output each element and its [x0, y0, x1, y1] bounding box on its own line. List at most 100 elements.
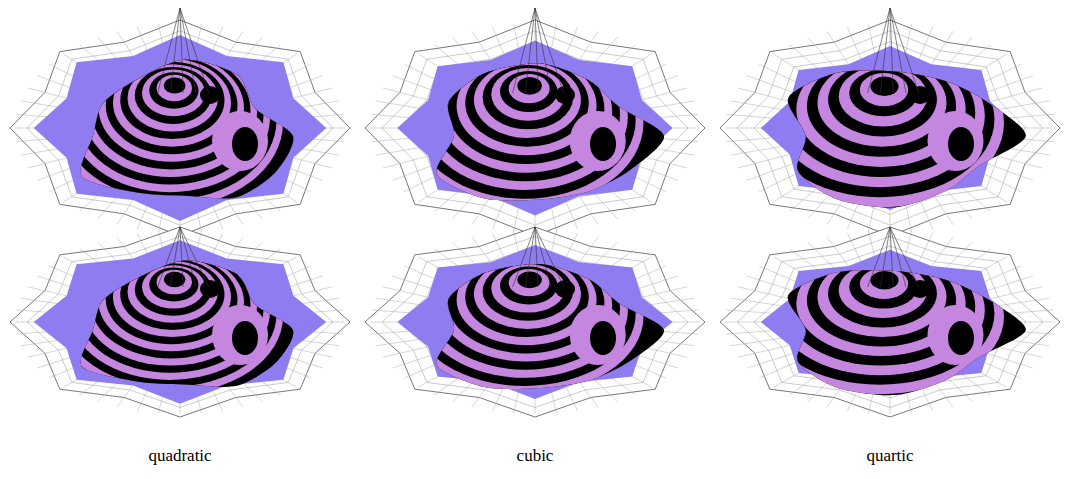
net-ring [382, 31, 688, 225]
column-label: quadratic [148, 446, 211, 466]
zebra-stripe [142, 70, 205, 117]
control-spike [525, 227, 535, 287]
control-spike [890, 8, 893, 93]
control-net [720, 20, 1060, 236]
zebra-lobe [212, 305, 268, 365]
zebra-stripe [754, 38, 1004, 207]
zebra-lobe [570, 305, 626, 365]
surface-fill [34, 240, 326, 403]
net-ring [737, 31, 1043, 225]
control-spike [180, 227, 183, 287]
control-spike [535, 8, 538, 93]
zebra-spot [910, 280, 930, 298]
control-net [10, 20, 350, 236]
net-ring [382, 237, 688, 408]
zebra-stripe [164, 77, 186, 93]
zebra-stripe [422, 44, 628, 190]
zebra-stripe [70, 244, 271, 380]
control-spike [158, 227, 180, 287]
surface-panel [720, 8, 1060, 236]
zebra-spot [910, 86, 930, 104]
zebra-stripe [157, 270, 193, 295]
zebra-stripe [870, 271, 898, 289]
control-spike [170, 8, 180, 93]
control-spike [868, 227, 890, 287]
control-spike [535, 8, 551, 93]
zebra-lobe [928, 305, 984, 365]
control-spike [170, 227, 180, 287]
zebra-stripe [491, 264, 565, 313]
control-spike [890, 227, 919, 287]
column-label: quartic [866, 446, 913, 466]
zebra-stripe [509, 74, 550, 103]
control-spike [180, 227, 209, 287]
zebra-stripe [870, 77, 898, 97]
surface-fill [397, 41, 672, 216]
control-spike [180, 227, 196, 287]
surface-panel [365, 227, 705, 417]
zebra-stripe [775, 45, 985, 187]
zebra-stripe [860, 73, 908, 106]
zebra-spot [232, 321, 258, 355]
zebra-stripe [135, 67, 212, 124]
zebra-stripe [775, 245, 985, 375]
zebra-stripe [405, 38, 644, 207]
net-ring [27, 237, 333, 408]
control-spike [890, 8, 906, 93]
control-spike [180, 8, 209, 93]
zebra-stripe [500, 267, 558, 305]
control-spike [513, 227, 535, 287]
net-ring [27, 31, 333, 225]
zebra-stripe [55, 239, 283, 394]
control-spike [180, 8, 196, 93]
zebra-spot [948, 127, 974, 161]
control-spike [525, 8, 535, 93]
zebra-stripe [413, 41, 636, 199]
zebra-stripe [405, 239, 644, 394]
zebra-stripe [509, 269, 550, 296]
surface-fill [34, 35, 326, 221]
zebra-stripe [491, 68, 565, 121]
zebra-stripe [500, 71, 558, 112]
zebra-stripe [113, 257, 231, 337]
zebra-spot [555, 280, 575, 298]
zebra-stripe [149, 72, 198, 109]
control-spike [535, 8, 564, 93]
zebra-stripe [474, 259, 581, 329]
zebra-stripe [413, 242, 636, 386]
zebra-stripe [62, 41, 276, 200]
zebra-spot [200, 86, 220, 104]
control-spike [890, 227, 906, 287]
control-net [365, 20, 705, 236]
control-spike [513, 8, 535, 93]
column-label: cubic [517, 446, 554, 466]
surface-panel [10, 227, 350, 417]
zebra-stripe [70, 43, 271, 192]
control-spike [180, 8, 183, 93]
zebra-stripe [828, 260, 937, 328]
control-spike [880, 8, 890, 93]
zebra-spot [555, 86, 575, 104]
control-spike [890, 227, 893, 287]
net-ring [737, 237, 1043, 408]
zebra-spot [948, 321, 974, 355]
zebra-spot [590, 127, 616, 161]
control-spike [880, 227, 890, 287]
surface-panel [365, 8, 705, 236]
zebra-stripe [157, 75, 193, 101]
zebra-stripe [55, 38, 283, 207]
zebra-stripe [849, 70, 918, 117]
zebra-spot [590, 321, 616, 355]
zebra-lobe [570, 111, 626, 171]
zebra-stripe [849, 265, 918, 308]
control-spike [868, 8, 890, 93]
control-net [365, 227, 705, 417]
zebra-stripe [860, 268, 908, 299]
zebra-spot [232, 127, 258, 161]
zebra-stripe [142, 265, 205, 308]
surface-panel [720, 227, 1060, 417]
surface-panel [10, 8, 350, 236]
zebra-stripe [149, 268, 198, 302]
zebra-stripe [465, 257, 589, 337]
